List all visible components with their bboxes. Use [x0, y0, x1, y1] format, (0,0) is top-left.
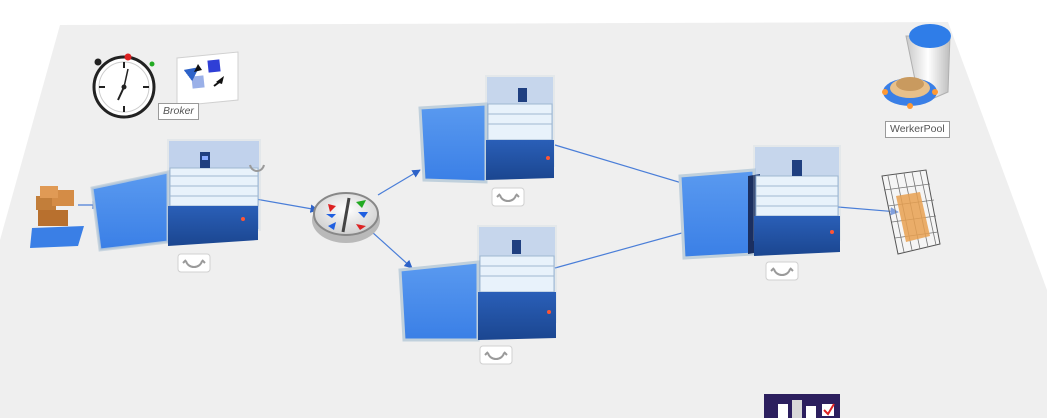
rotate-handle-machine-2 [491, 187, 525, 207]
rotate-handle-machine-3 [479, 345, 513, 365]
rotate-handle-machine-1 [177, 253, 211, 273]
rotate-handle-icon[interactable] [177, 164, 799, 365]
stopwatch-icon[interactable] [92, 53, 156, 119]
connector-machine3-machine4 [554, 225, 701, 269]
router-icon[interactable] [312, 192, 380, 243]
machine-4[interactable] [678, 145, 841, 260]
connector-machine4-sink [837, 206, 899, 216]
connector-machine1-router [249, 197, 319, 213]
rotate-handle-machine-4 [765, 261, 799, 281]
broker-icon[interactable] [176, 51, 239, 107]
connector-router-machine3 [371, 231, 413, 269]
machine-2[interactable] [418, 75, 555, 184]
connector-router-machine2 [377, 169, 421, 196]
machine-3[interactable] [398, 225, 557, 342]
rotate-handle-machine-1b [249, 164, 265, 172]
worker-pool-label: WerkerPool [885, 121, 950, 138]
floor-plane [0, 22, 1047, 418]
results-panel-icon[interactable] [764, 394, 840, 418]
source-boxes-icon[interactable] [30, 186, 84, 248]
worker-pool-icon[interactable] [882, 24, 951, 109]
sink-crate-icon[interactable] [881, 169, 941, 255]
machine-1[interactable] [90, 139, 261, 252]
broker-label: Broker [158, 103, 199, 120]
